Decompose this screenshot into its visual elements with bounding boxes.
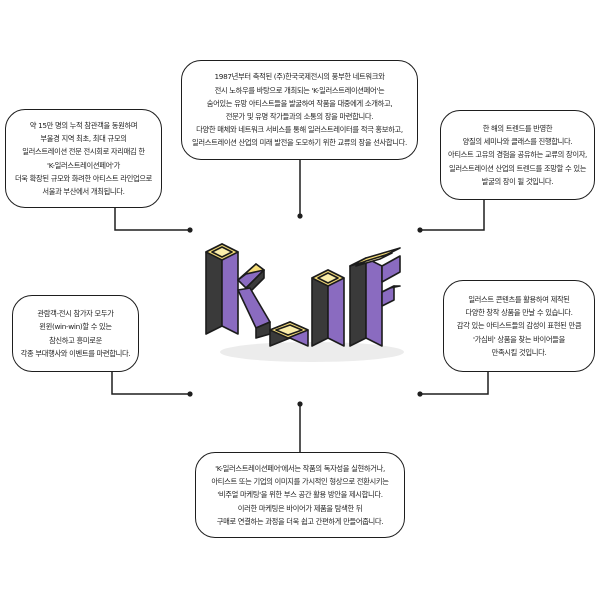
connector-dot-mid-right [417,391,423,397]
info-line: 아티스트 또는 기업의 이미지를 가시적인 형상으로 전환시키는 [211,477,389,487]
info-line: 이러한 마케팅은 바이어가 제품을 탐색한 뒤 [237,503,363,513]
info-line: '가심비' 상품을 찾는 바이어들을 [473,334,565,344]
info-line: 참신하고 흥미로운 [49,335,102,345]
info-line: 양질의 세미나와 클래스를 진행합니다. [462,137,573,147]
info-line: 일러스트레이션 산업의 미래 발전을 도모하기 위한 교류의 장을 선사합니다. [192,138,407,148]
info-line: 약 15만 명의 누적 참관객을 동원하며 [29,120,138,130]
info-line: 관람객-전시 참가자 모두가 [37,309,114,319]
info-line: 윈윈(win-win)할 수 있는 [39,322,112,332]
info-line: 일러스트 콘텐츠를 활용하여 제작된 [468,294,570,304]
info-line: 'K-일러스트레이션페어'가 [47,160,120,170]
info-line: 발굴의 장이 될 것입니다. [481,176,554,186]
logo-dot [269,321,309,347]
connector-dot-top-right [417,227,423,233]
connector-dot-bottom [297,401,303,407]
logo-letter-f [349,247,401,347]
info-line: 다양한 매체와 네트워크 서비스를 통해 일러스트레이터를 적극 홍보하고, [196,125,403,135]
info-line: 감각 있는 아티스트들의 감성이 표현된 만큼 [456,321,582,331]
info-box-mid-left: 관람객-전시 참가자 모두가 윈윈(win-win)할 수 있는 참신하고 흥미… [12,295,139,372]
connector-dot-mid-left [187,391,193,397]
info-line: 일러스트레이션 산업의 트렌드를 조망할 수 있는 [448,163,587,173]
connector-dot-top-left [187,227,193,233]
info-line: 전시 노하우를 바탕으로 개최되는 'K-일러스트레이션페어'는 [214,85,385,95]
kif-logo [205,243,404,362]
info-line: 더욱 확장된 규모와 화려한 아티스트 라인업으로 [14,173,153,183]
logo-letter-i [311,269,345,347]
logo-shadow [220,342,404,362]
info-line: 일러스트레이션 전문 전시회로 자리매김 한 [22,147,145,157]
info-box-mid-right: 일러스트 콘텐츠를 활용하여 제작된 다양한 창작 상품을 만날 수 있습니다.… [443,280,595,372]
info-line: 1987년부터 축적된 (주)한국국제전시의 풍부한 네트워크와 [214,72,385,82]
info-line: 전문가 및 유명 작가들과의 소통의 장을 마련합니다. [225,112,374,121]
info-box-top-left: 약 15만 명의 누적 참관객을 동원하며 부울경 지역 최초, 최대 규모의 … [5,109,162,208]
info-line: 숨어있는 유망 아티스트들을 발굴하여 작품을 대중에게 소개하고, [206,98,393,108]
info-box-bottom: 'K-일러스트레이션페어'에서는 작품의 독자성을 실현하거나, 아티스트 또는… [195,452,405,538]
info-line: 각종 부대행사와 이벤트를 마련합니다. [20,348,131,358]
info-line: 부울경 지역 최초, 최대 규모의 [40,134,127,144]
info-line: 만족시킬 것입니다. [491,347,547,357]
info-line: 'K-일러스트레이션페어'에서는 작품의 독자성을 실현하거나, [215,463,385,473]
info-line: 구매로 연결하는 과정을 더욱 쉽고 간편하게 만들어줍니다. [216,516,384,526]
info-line: 한 해의 트렌드를 반영한 [482,123,553,133]
connector-dot-top [297,213,303,219]
info-line: 다양한 창작 상품을 만날 수 있습니다. [465,308,573,318]
info-box-top-right: 한 해의 트렌드를 반영한 양질의 세미나와 클래스를 진행합니다. 아티스트 … [440,110,595,200]
info-box-top: 1987년부터 축적된 (주)한국국제전시의 풍부한 네트워크와 전시 노하우를… [181,60,418,160]
info-line: 아티스트 고유의 경험을 공유하는 교류의 장이자, [447,150,588,160]
info-line: 서울과 부산에서 개최됩니다. [42,186,125,196]
logo-letter-k [205,243,271,339]
info-line: '비주얼 마케팅'을 위한 부스 공간 활용 방안을 제시합니다. [217,490,383,500]
